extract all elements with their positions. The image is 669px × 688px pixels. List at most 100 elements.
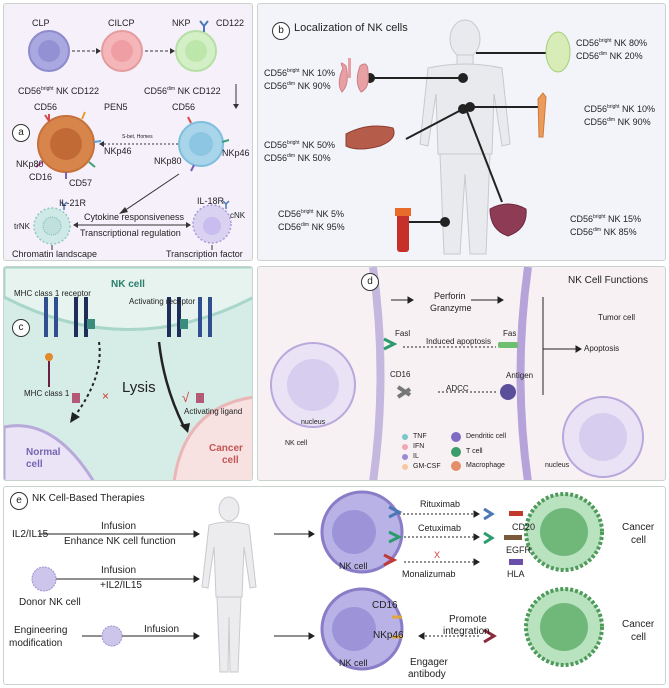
panel-e-title: NK Cell-Based Therapies xyxy=(32,493,145,504)
engineering-label: Engineering xyxy=(14,625,68,636)
bright-superscript: bright xyxy=(287,140,300,146)
cd56-text: CD56 xyxy=(570,227,594,237)
cd56-text: CD56 xyxy=(278,222,302,232)
dim-nk-cd122: NK CD122 xyxy=(177,86,221,96)
lymph-node-dim-value: NK 20% xyxy=(607,51,643,61)
panel-d-graphics xyxy=(270,267,644,480)
target-cell-membrane xyxy=(516,267,532,480)
cd56-bright-text: CD56 xyxy=(18,86,42,96)
cd16-e-icon xyxy=(392,615,402,639)
activating-ligand-label: Activating ligand xyxy=(184,407,243,416)
nucleus-right-label: nucleus xyxy=(545,462,570,469)
cd56-text: CD56 xyxy=(576,38,600,48)
lymph-node-dim-label: CD56dim NK 20% xyxy=(576,51,643,61)
hla-label: HLA xyxy=(507,569,525,579)
t-cell-icon xyxy=(451,447,461,457)
cetuximab-icon xyxy=(483,531,495,545)
stage-nkp-label: NKP xyxy=(172,18,191,28)
nkp46-e-label: NKp46 xyxy=(373,630,404,641)
bone-marrow-dim-label: CD56dim NK 90% xyxy=(584,117,651,127)
migration-label: S-bet, Homes xyxy=(122,134,153,140)
blood-dim-value: NK 95% xyxy=(309,222,345,232)
blocked-cross: X xyxy=(434,550,441,560)
dim-superscript: dim xyxy=(167,86,176,92)
mhc-receptor-icon xyxy=(44,297,88,337)
normal-cell-label-1: Normal xyxy=(26,447,61,458)
fasl-label: Fasl xyxy=(395,329,411,338)
lung-bright-value: NK 10% xyxy=(299,68,336,78)
panel-b-graphics xyxy=(338,19,571,255)
mhc-receptor-label: MHC class 1 receptor xyxy=(14,289,91,298)
marker-cd57: CD57 xyxy=(69,178,93,188)
nkp-nucleus xyxy=(185,40,207,62)
bone-marrow-dim-value: NK 90% xyxy=(615,117,651,127)
bright-superscript: bright xyxy=(599,38,612,44)
cancer-cell-1-label-a: Cancer xyxy=(622,522,655,533)
panel-a-letter: a xyxy=(12,124,30,142)
blood-tube xyxy=(397,212,409,252)
bone-marrow-bright-label: CD56bright NK 10% xyxy=(584,104,655,114)
marker-nkp80-right: NKp80 xyxy=(154,156,182,166)
integration-label: integration xyxy=(443,626,490,637)
cd56-text: CD56 xyxy=(584,117,608,127)
panel-c-letter: c xyxy=(12,319,30,337)
cancer-cell-2-label-b: cell xyxy=(631,632,647,643)
activating-receptor-label: Activating receptor xyxy=(129,297,196,306)
apoptosis-label: Apoptosis xyxy=(584,344,620,353)
panel-c-graphics xyxy=(4,267,252,480)
human-body-e xyxy=(201,496,257,673)
perforin-label: Perforin xyxy=(434,291,466,301)
dendritic-cell-icon xyxy=(451,432,461,442)
cd56-text: CD56 xyxy=(570,214,594,224)
ifn-label: IFN xyxy=(413,443,425,450)
gmcsf-label: GM-CSF xyxy=(413,463,441,470)
bright-superscript: bright xyxy=(607,104,620,110)
nk-cell-label: NK cell xyxy=(111,279,145,290)
check-mark: √ xyxy=(182,390,190,405)
infusion3-label: Infusion xyxy=(144,624,180,635)
lymph-node-bright-label: CD56bright NK 80% xyxy=(576,38,647,48)
macrophage-label: Macrophage xyxy=(466,462,505,469)
tnf-label: TNF xyxy=(413,433,427,440)
cd56-text: CD56 xyxy=(278,209,302,219)
fas-label: Fas xyxy=(503,329,517,338)
blood-bright-value: NK 5% xyxy=(313,209,345,219)
spleen-dim-label: CD56dim NK 85% xyxy=(570,227,637,237)
nk-cell-membrane xyxy=(369,267,385,480)
mhc-ligand-icon xyxy=(45,353,53,361)
macrophage-icon xyxy=(451,461,461,471)
egfr-label: EGFR xyxy=(506,545,532,555)
lung-organ xyxy=(338,62,369,93)
panel-d: d NK Cell Functions Perforin Granzyme Fa… xyxy=(257,266,666,481)
cd56-dim-nucleus xyxy=(189,132,213,156)
nucleus-left-label: nucleus xyxy=(301,419,326,426)
il21r-label: IL-21R xyxy=(59,198,87,208)
panel-b: b Localization of NK cells CD56bright NK… xyxy=(257,3,666,261)
cnk-label: cNK xyxy=(230,211,246,220)
engineered-nk-icon xyxy=(101,625,123,647)
dim-superscript: dim xyxy=(287,81,296,87)
cd56-text: CD56 xyxy=(264,68,288,78)
stage-clp-label: CLP xyxy=(32,18,50,28)
liver-organ xyxy=(345,125,395,150)
liver-bright-value: NK 50% xyxy=(299,140,336,150)
dim-superscript: dim xyxy=(301,222,310,228)
rituximab-label: Rituximab xyxy=(420,499,461,509)
cd56-text: CD56 xyxy=(584,104,608,114)
cancer-cell-label-2: cell xyxy=(222,455,239,466)
dim-superscript: dim xyxy=(599,51,608,57)
cross-mark: × xyxy=(102,389,110,403)
cd56-text: CD56 xyxy=(264,140,288,150)
marker-cd56-right: CD56 xyxy=(172,102,196,112)
cancer-cell-1-label-b: cell xyxy=(631,535,647,546)
cd20-icon xyxy=(509,511,523,516)
activating-ligand-icon xyxy=(196,393,204,403)
cd56-dim-nk-label: CD56dim NK CD122 xyxy=(144,86,221,96)
panel-a-graphics xyxy=(28,20,239,250)
granzyme-label: Granzyme xyxy=(430,303,472,313)
monalizumab-label: Monalizumab xyxy=(402,569,456,579)
lysis-label: Lysis xyxy=(122,379,156,396)
dim-superscript: dim xyxy=(607,117,616,123)
marker-cd56-left: CD56 xyxy=(34,102,58,112)
signal-block-left xyxy=(87,319,95,329)
